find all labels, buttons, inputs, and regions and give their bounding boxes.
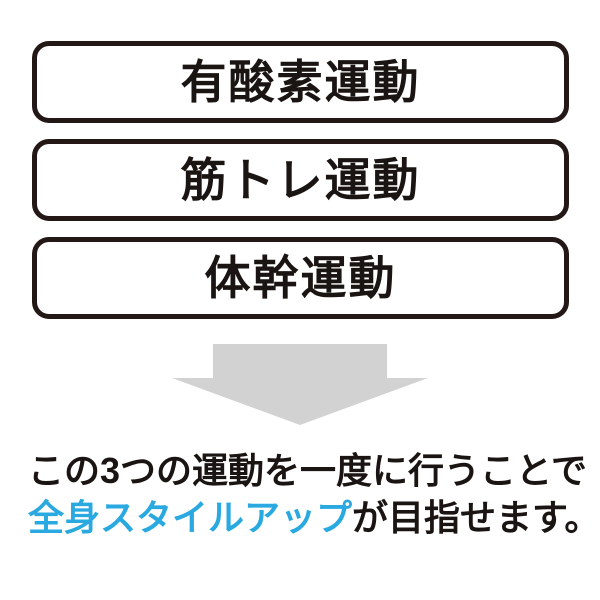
conclusion-text: この3つの運動を一度に行うことで 全身スタイルアップが目指せます。 (28, 447, 600, 541)
flow-box-core-label: 体幹運動 (204, 252, 397, 304)
flow-box-aerobic: 有酸素運動 (32, 41, 569, 123)
flow-box-strength-label: 筋トレ運動 (180, 154, 421, 206)
conclusion-line2-rest: が目指せます。 (352, 497, 600, 538)
flow-box-core: 体幹運動 (32, 237, 569, 319)
conclusion-line1: この3つの運動を一度に行うことで (28, 450, 587, 491)
conclusion-highlight: 全身スタイルアップ (28, 497, 353, 538)
conclusion-line2: 全身スタイルアップが目指せます。 (28, 494, 600, 541)
down-arrow-icon (172, 344, 428, 425)
flow-box-aerobic-label: 有酸素運動 (180, 56, 421, 108)
flow-box-strength: 筋トレ運動 (32, 139, 569, 221)
